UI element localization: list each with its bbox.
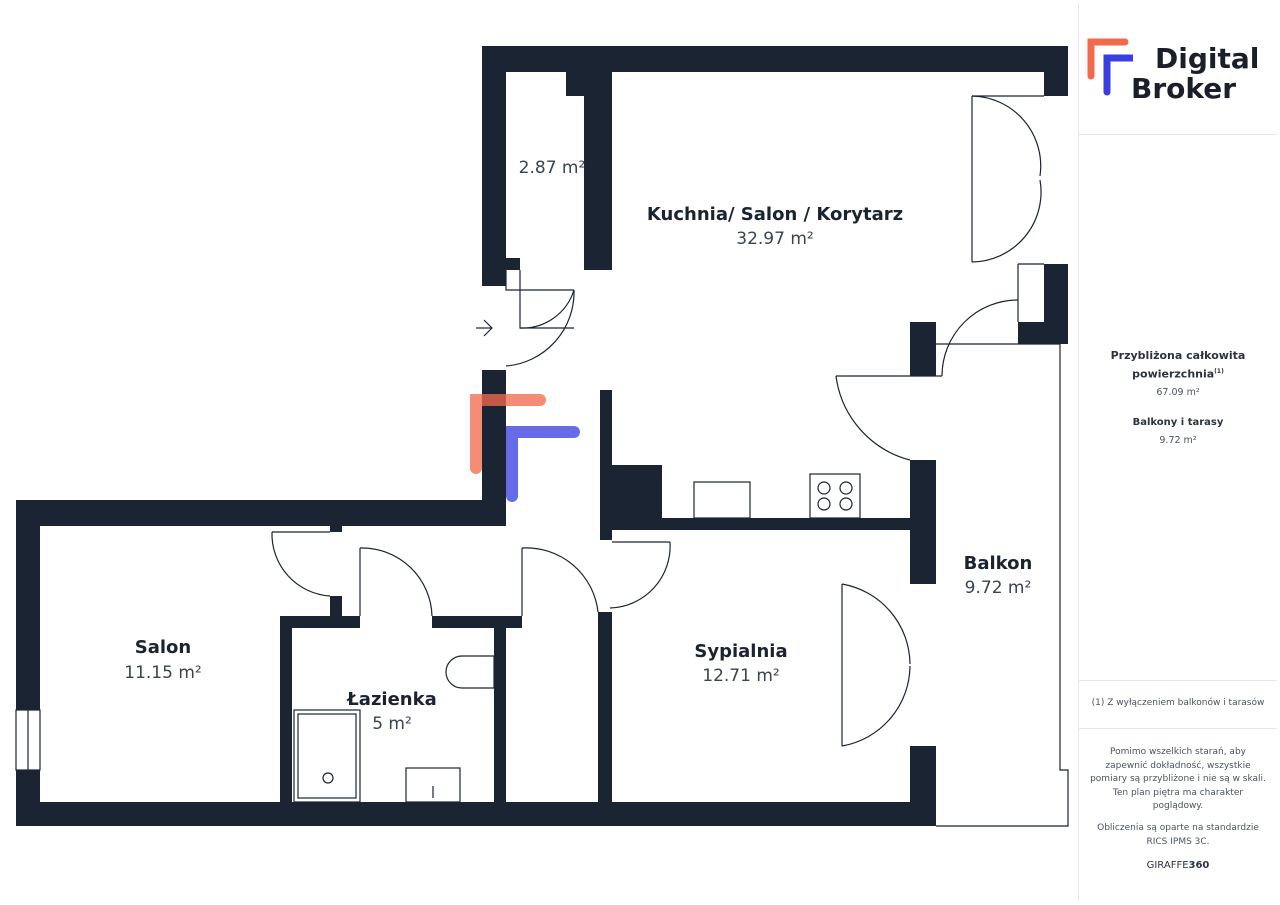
- sidebar-divider: [1079, 728, 1277, 729]
- bedroom-name: Sypialnia: [694, 641, 788, 662]
- balcony-outline: [936, 263, 1069, 827]
- brand-name-line1: Digital: [1155, 42, 1260, 75]
- balcony-area: 9.72 m²: [964, 578, 1032, 598]
- disclaimer-line: Ten plan piętra ma charakter: [1112, 787, 1244, 798]
- total-area-label-line2: powierzchnia(1): [1132, 367, 1224, 381]
- total-area-label: Przybliżona całkowita powierzchnia(1): [1079, 348, 1277, 383]
- balcony-total-label: Balkony i tarasy: [1132, 417, 1224, 428]
- standard-text: Obliczenia są oparte na standardzie RICS…: [1079, 822, 1277, 849]
- kitchen-name: Kuchnia/ Salon / Korytarz: [646, 204, 904, 225]
- floor-plan: [15, 46, 1069, 827]
- brand-logo: Digital Broker: [1083, 34, 1273, 104]
- bathroom-name: Łazienka: [347, 689, 437, 710]
- total-area-label-line1: Przybliżona całkowita: [1110, 349, 1246, 362]
- sidebar-divider: [1079, 680, 1277, 681]
- footnote-marker: (1): [1214, 368, 1224, 375]
- disclaimer-line: Pomimo wszelkich starań, aby: [1110, 747, 1246, 757]
- standard-line: Obliczenia są oparte na standardzie: [1097, 823, 1259, 833]
- watermark-logo: [470, 394, 580, 502]
- salon-area: 11.15 m²: [124, 663, 202, 683]
- door-swings: [15, 95, 1044, 803]
- disclaimer-text: Pomimo wszelkich starań, aby zapewnić do…: [1079, 746, 1277, 814]
- disclaimer-line: zapewnić dokładność, wszystkie: [1105, 760, 1251, 771]
- total-area-value: 67.09 m²: [1156, 387, 1200, 398]
- logo-mark-icon: [1087, 38, 1133, 96]
- balcony-name: Balkon: [963, 553, 1033, 574]
- salon-name: Salon: [134, 637, 192, 658]
- disclaimer-line: poglądowy.: [1152, 801, 1204, 811]
- disclaimer-line: pomiary są przybliżone i nie są w skali.: [1090, 774, 1266, 784]
- standard-line: RICS IPMS 3C.: [1146, 836, 1210, 847]
- entry-arrow-icon: [476, 319, 493, 337]
- kitchen-area: 32.97 m²: [736, 229, 814, 249]
- sidebar-divider: [1079, 134, 1277, 135]
- balcony-total-value: 9.72 m²: [1159, 435, 1197, 446]
- storage-area: 2.87 m²: [518, 158, 586, 178]
- footnote-text: (1) Z wyłączeniem balkonów i tarasów: [1091, 698, 1265, 708]
- bedroom-area: 12.71 m²: [702, 666, 780, 686]
- giraffe-credit: GIRAFFE360: [1146, 860, 1210, 871]
- brand-name-line2: Broker: [1131, 72, 1237, 105]
- info-sidebar: Digital Broker Przybliżona całkowita pow…: [1078, 4, 1277, 900]
- bathroom-area: 5 m²: [372, 714, 412, 734]
